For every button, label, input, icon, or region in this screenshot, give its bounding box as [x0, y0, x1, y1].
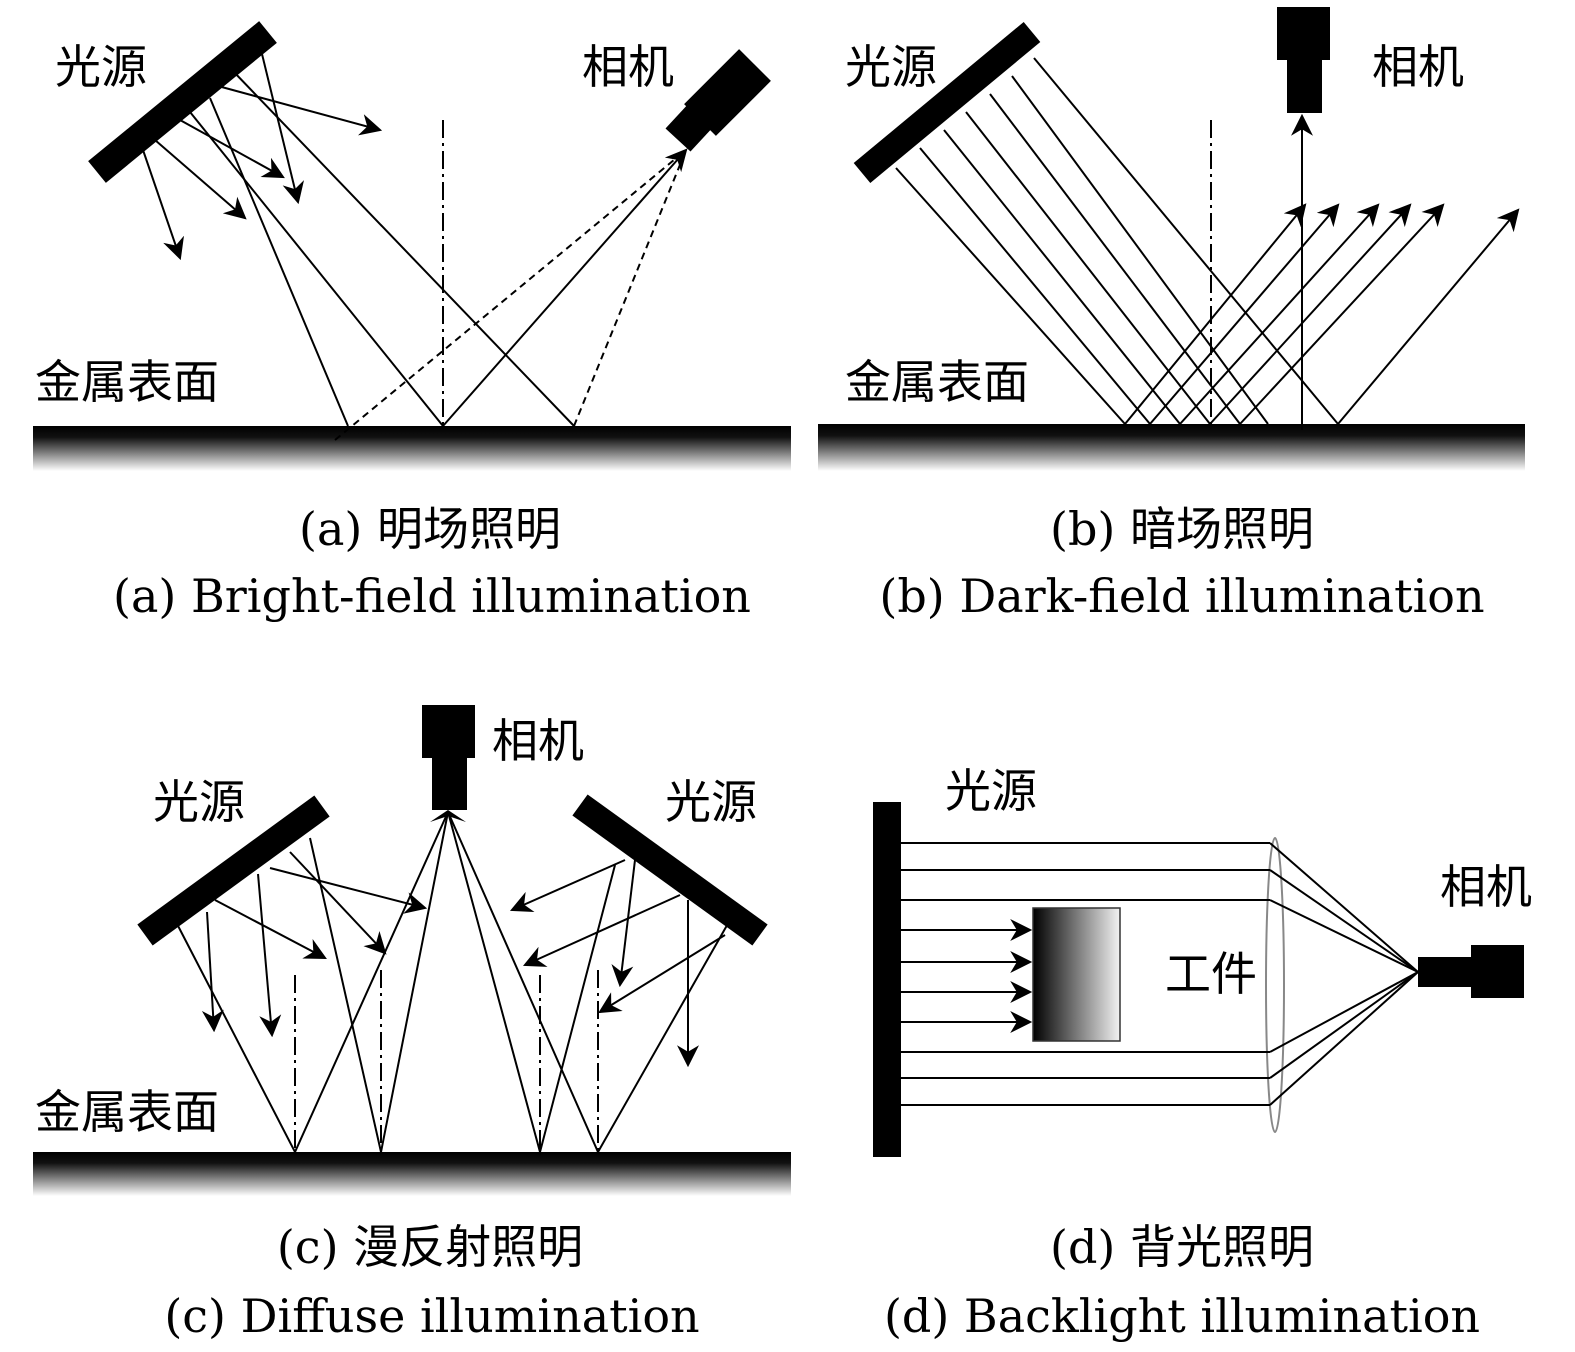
incident-ray — [1011, 75, 1269, 425]
incident-ray — [1033, 57, 1339, 425]
reflected-ray — [1239, 203, 1445, 425]
camera-label: 相机 — [1440, 860, 1532, 914]
focused-ray — [1269, 899, 1419, 973]
reflected-ray — [1149, 203, 1340, 425]
panel-a-bright-field: 光源 相机 金属表面 (a) 明场照明 (a) Bright-field ill… — [33, 21, 791, 623]
metal-surface — [33, 426, 791, 471]
metal-surface — [818, 424, 1525, 471]
reflected-ray — [447, 811, 616, 1156]
light-source-label-left: 光源 — [153, 775, 245, 829]
beam-rays — [901, 842, 1419, 1106]
camera-lens — [1418, 957, 1473, 987]
surface-label: 金属表面 — [35, 355, 219, 409]
camera-label: 相机 — [1372, 40, 1464, 94]
incident-ray — [189, 111, 444, 427]
light-source-bar — [853, 21, 1041, 184]
light-source-bar — [873, 802, 901, 1157]
panel-d-backlight: 光源 相机 工件 (d) 背光照明 (d) Backlight illumina… — [873, 764, 1532, 1343]
scatter-ray — [201, 911, 224, 1033]
reflected-ray — [309, 811, 449, 1153]
scatter-ray — [261, 53, 305, 205]
scatter-ray — [142, 149, 184, 261]
panel-c-diffuse: 光源 光源 相机 金属表面 (c) 漫反射照明 (c) Diffuse illu… — [33, 705, 791, 1343]
incident-ray — [209, 97, 349, 427]
scatter-ray — [522, 894, 681, 967]
scatter-ray — [257, 873, 282, 1038]
lens — [1265, 837, 1285, 1133]
camera-body — [1277, 7, 1330, 60]
reflected-ray-dashed — [334, 149, 687, 441]
camera-lens — [665, 88, 728, 152]
workpiece — [1032, 907, 1121, 1042]
panel-b-dark-field: 光源 相机 金属表面 (b) 暗场照明 (b) Dark-field illum… — [818, 7, 1525, 623]
camera-arrowhead — [430, 810, 466, 822]
scatter-ray — [154, 139, 247, 220]
caption-en: (a) Bright-field illumination — [113, 569, 751, 623]
camera-label: 相机 — [582, 40, 674, 94]
incident-ray — [943, 129, 1181, 425]
light-source-label: 光源 — [945, 764, 1037, 818]
reflected-rays — [1124, 203, 1520, 425]
surface-label: 金属表面 — [845, 355, 1029, 409]
reflected-ray — [1179, 203, 1380, 425]
caption-en: (b) Dark-field illumination — [879, 569, 1484, 623]
reflected-ray — [1337, 208, 1520, 425]
light-source-label: 光源 — [845, 40, 937, 94]
caption-en: (c) Diffuse illumination — [164, 1289, 699, 1343]
scatter-ray — [269, 867, 428, 914]
caption-cn: (d) 背光照明 — [1050, 1220, 1314, 1274]
light-source-bar-right — [572, 794, 768, 946]
camera-lens — [432, 758, 467, 810]
reflected-ray-dashed — [573, 149, 687, 427]
incident-ray — [231, 69, 575, 427]
scatter-ray — [214, 899, 327, 960]
light-source-label-right: 光源 — [665, 775, 757, 829]
camera-body — [422, 705, 475, 758]
reflected-ray — [174, 811, 449, 1155]
reflected-ray — [447, 811, 731, 1155]
focused-ray — [1269, 971, 1419, 1106]
camera-lens — [1287, 58, 1322, 113]
caption-en: (d) Backlight illumination — [884, 1289, 1480, 1343]
light-source-bar-left — [137, 795, 330, 946]
reflected-ray — [1209, 203, 1412, 425]
caption-cn: (c) 漫反射照明 — [277, 1220, 583, 1274]
incident-rays — [895, 57, 1339, 425]
reflected-ray — [1124, 203, 1307, 425]
surface-label: 金属表面 — [35, 1085, 219, 1139]
focused-ray — [1269, 971, 1419, 1079]
light-source-bar — [88, 21, 277, 183]
incident-ray — [965, 111, 1211, 425]
workpiece-label: 工件 — [1165, 947, 1257, 1001]
reflected-ray — [442, 148, 688, 427]
caption-cn: (a) 明场照明 — [299, 502, 561, 556]
focused-ray — [1269, 971, 1419, 1053]
scatter-ray — [217, 85, 383, 136]
caption-cn: (b) 暗场照明 — [1050, 502, 1314, 556]
scatter-ray — [289, 851, 387, 955]
focused-ray — [1269, 869, 1419, 973]
camera-body — [1471, 945, 1524, 998]
scatter-ray — [611, 859, 636, 988]
incident-ray — [919, 147, 1151, 425]
scatter-ray — [509, 859, 626, 913]
light-source-label: 光源 — [55, 40, 147, 94]
metal-surface — [33, 1152, 791, 1196]
camera-label: 相机 — [492, 714, 584, 768]
incident-ray — [895, 167, 1126, 425]
scatter-ray — [598, 934, 726, 1014]
focused-ray — [1269, 842, 1419, 973]
